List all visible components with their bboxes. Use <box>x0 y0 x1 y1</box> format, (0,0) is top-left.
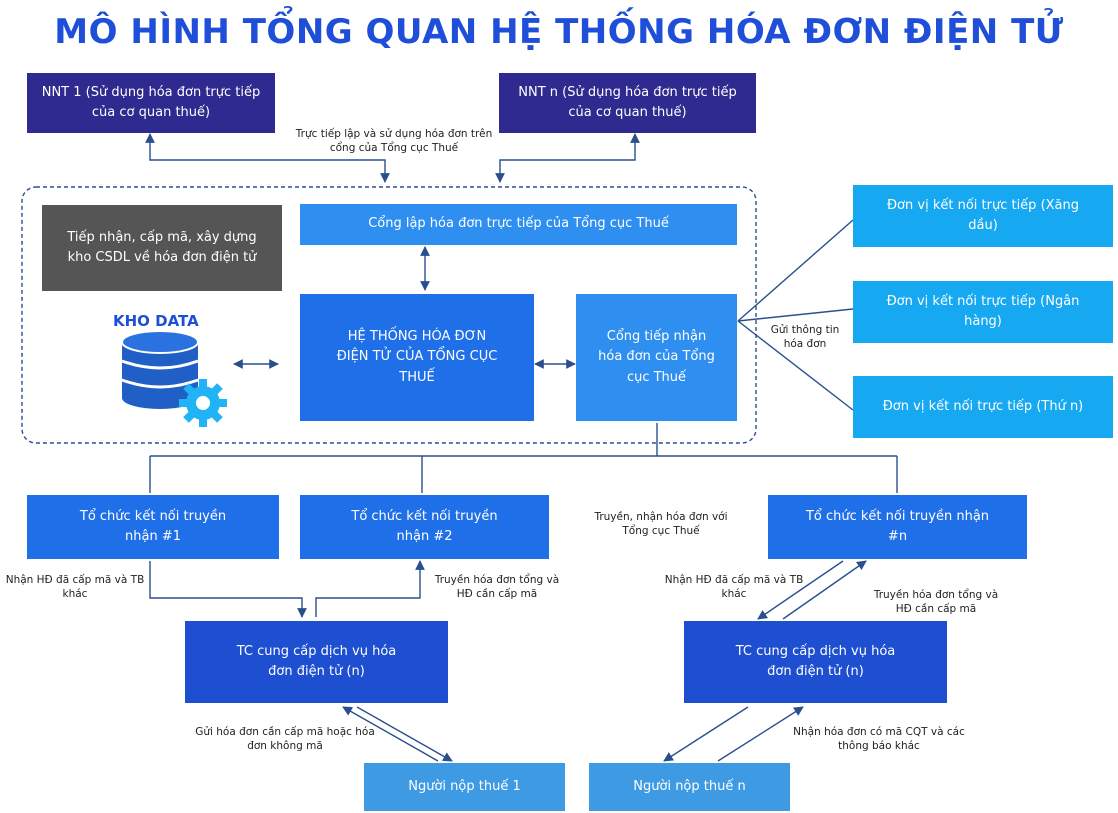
edge-nntn <box>495 133 640 183</box>
edge-tp1-provider <box>356 706 453 762</box>
edge-provider-t2 <box>315 560 425 617</box>
taxpayer-send-label: Gửi hóa đơn cần cấp mã hoặc hóa đơn khôn… <box>195 726 375 753</box>
transmitter-2: Tổ chức kết nối truyền nhận #2 <box>300 495 549 559</box>
direct-unit-3: Đơn vị kết nối trực tiếp (Thứ n) <box>853 376 1113 438</box>
transmitter-n: Tổ chức kết nối truyền nhận #n <box>768 495 1027 559</box>
send-left-label: Truyền hóa đơn tổng và HĐ cần cấp mã <box>434 574 560 601</box>
direct-units-edge-label: Gửi thông tin hóa đơn <box>770 324 840 351</box>
edge-provider-tp1 <box>342 706 439 762</box>
provider-right: TC cung cấp dịch vụ hóa đơn điện tử (n) <box>684 621 947 703</box>
nnt-first-box: NNT 1 (Sử dụng hóa đơn trực tiếp của cơ … <box>27 73 275 133</box>
system-box: HỆ THỐNG HÓA ĐƠN ĐIỆN TỬ CỦA TỔNG CỤC TH… <box>300 294 534 421</box>
database-icon <box>121 330 199 409</box>
core-boundary <box>21 186 757 444</box>
edge-nnt1 <box>145 133 390 183</box>
edge-bus <box>149 423 898 493</box>
receiving-portal-box: Cổng tiếp nhận hóa đơn của Tổng cục Thuế <box>576 294 737 421</box>
diagram-title: MÔ HÌNH TỔNG QUAN HỆ THỐNG HÓA ĐƠN ĐIỆN … <box>54 12 1064 52</box>
edge-fan-3 <box>737 320 854 411</box>
taxpayer-receive-label: Nhận hóa đơn có mã CQT và các thông báo … <box>793 726 965 753</box>
edge-provider-tpn <box>663 706 749 762</box>
gear-icon <box>179 379 227 427</box>
receive-right-label: Nhận HĐ đã cấp mã và TB khác <box>664 574 804 601</box>
direct-unit-1: Đơn vị kết nối trực tiếp (Xăng dầu) <box>853 185 1113 247</box>
edge-tpn-provider <box>717 706 804 762</box>
storage-box: Tiếp nhận, cấp mã, xây dựng kho CSDL về … <box>42 205 282 291</box>
transmitter-1: Tổ chức kết nối truyền nhận #1 <box>27 495 279 559</box>
kho-data-label: KHO DATA <box>113 312 199 330</box>
edge-fan-2 <box>737 308 854 322</box>
send-right-label: Truyền hóa đơn tổng và HĐ cần cấp mã <box>873 589 999 616</box>
edge-t1-provider <box>149 561 307 618</box>
receive-left-label: Nhận HĐ đã cấp mã và TB khác <box>5 574 145 601</box>
portal-direct-box: Cổng lập hóa đơn trực tiếp của Tổng cục … <box>300 204 737 245</box>
taxpayer-first: Người nộp thuế 1 <box>364 763 565 811</box>
direct-unit-2: Đơn vị kết nối trực tiếp (Ngân hàng) <box>853 281 1113 343</box>
edge-tn-provider <box>757 560 844 620</box>
edge-provider-tn <box>782 560 867 620</box>
transmitters-edge-label: Truyền, nhận hóa đơn với Tổng cục Thuế <box>594 511 728 538</box>
edge-fan-1 <box>737 219 854 322</box>
nnt-edge-label: Trực tiếp lập và sử dụng hóa đơn trên cổ… <box>295 128 493 155</box>
nnt-last-box: NNT n (Sử dụng hóa đơn trực tiếp của cơ … <box>499 73 756 133</box>
taxpayer-last: Người nộp thuế n <box>589 763 790 811</box>
provider-left: TC cung cấp dịch vụ hóa đơn điện tử (n) <box>185 621 448 703</box>
